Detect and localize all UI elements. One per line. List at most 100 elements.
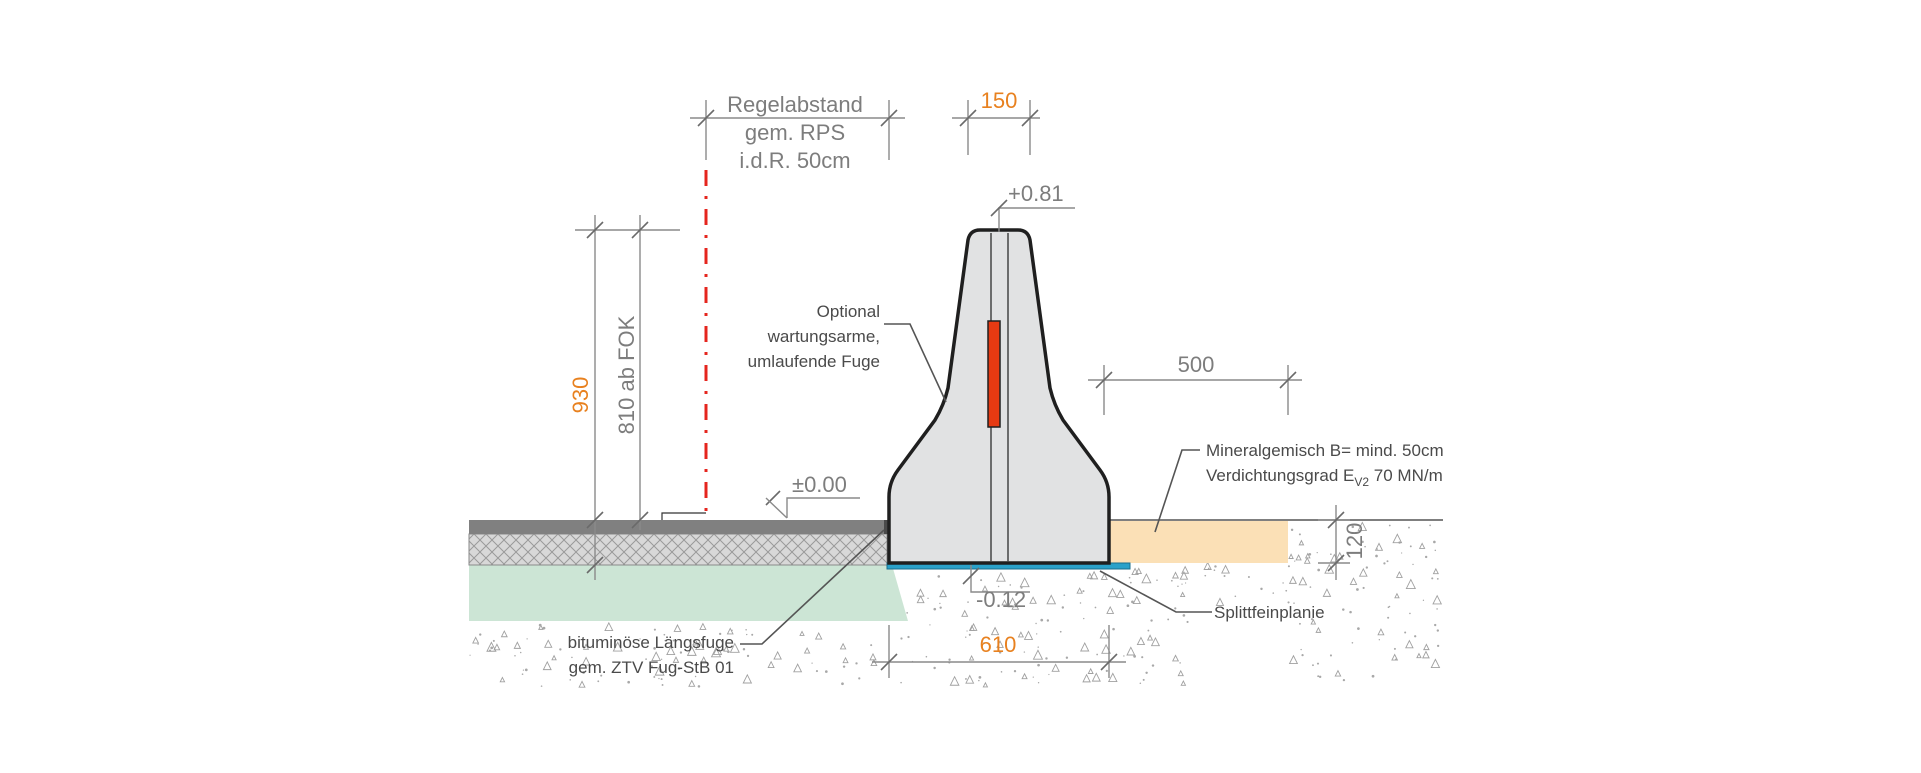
soil-grain [814, 632, 823, 640]
soil-dot [1014, 604, 1017, 606]
soil-dot [1401, 552, 1403, 554]
asphalt-top-layer [469, 520, 887, 534]
soil-dot [1436, 577, 1439, 580]
soil-dot [1436, 629, 1440, 632]
soil-dot [1436, 608, 1438, 610]
soil-grain [493, 643, 501, 651]
soil-dot [1312, 664, 1314, 667]
soil-grain [996, 640, 1004, 648]
soil-grain [699, 656, 708, 664]
soil-grain [1315, 626, 1322, 633]
leader-fuge [740, 529, 885, 645]
soil-grain [1082, 673, 1091, 683]
soil-dot [1000, 671, 1003, 673]
soil-dot [571, 656, 573, 659]
soil-dot [1308, 552, 1312, 556]
soil-grain [1394, 592, 1400, 599]
soil-dot [1433, 540, 1436, 544]
soil-grain [1181, 565, 1190, 574]
soil-grain [1303, 557, 1311, 564]
leader-splitt [1099, 570, 1212, 613]
soil-dot [597, 680, 600, 683]
soil-dot [1046, 619, 1050, 622]
soil-dot [469, 654, 471, 656]
soil-dot [477, 643, 479, 645]
soil-dot [980, 579, 983, 582]
soil-grain [1298, 539, 1305, 546]
soil-dot [968, 633, 971, 636]
soil-grain [1392, 533, 1403, 544]
soil-grain [1304, 552, 1311, 559]
soil-dot [1079, 602, 1082, 604]
soil-grain [1136, 636, 1146, 646]
soil-dot [1094, 606, 1097, 609]
soil-dot [1214, 565, 1217, 568]
soil-dot [1023, 651, 1026, 653]
soil-dot [1170, 579, 1173, 582]
soil-dot [1036, 633, 1038, 635]
label-level-top: +0.81 [1008, 181, 1064, 206]
soil-grain [1423, 643, 1430, 651]
soil-dot [900, 681, 902, 684]
soil-dot [745, 633, 748, 636]
soil-grain [712, 645, 723, 655]
soil-grain [916, 595, 925, 604]
label-regelabstand-line1: Regelabstand [727, 92, 863, 117]
soil-dot [727, 650, 730, 654]
soil-dot [1061, 606, 1065, 609]
soil-grain [742, 673, 753, 684]
soil-dot [1409, 545, 1412, 548]
soil-grain [1019, 577, 1030, 588]
label-regelabstand-line2: gem. RPS [745, 120, 845, 145]
soil-dot [660, 658, 663, 660]
soil-dot [1287, 601, 1290, 604]
soil-grain [651, 651, 662, 662]
soil-dot [1059, 630, 1062, 633]
soil-grain [839, 642, 847, 650]
soil-grain [961, 609, 969, 617]
soil-grain [1017, 631, 1024, 638]
soil-dot [815, 670, 818, 673]
soil-dot [1213, 569, 1216, 572]
soil-dot [492, 639, 495, 642]
label-dim-120: 120 [1342, 523, 1367, 560]
soil-dot [965, 636, 967, 638]
soil-dot [1386, 560, 1389, 563]
soil-grain [695, 640, 705, 650]
soil-grain [1288, 654, 1299, 665]
soil-grain [1405, 639, 1414, 649]
soil-dot [997, 585, 1000, 588]
label-top-width: 150 [981, 88, 1018, 113]
soil-dot [1422, 599, 1425, 602]
label-optional-line1: Optional [817, 302, 880, 321]
soil-grain [870, 658, 878, 667]
soil-dot [1429, 524, 1431, 527]
soil-dot [933, 607, 937, 611]
reflector [987, 320, 1001, 428]
soil-dot [526, 638, 528, 640]
soil-grain [582, 643, 590, 650]
soil-dot [1409, 612, 1411, 615]
level-zero-marker [765, 490, 860, 519]
soil-dot [1184, 582, 1187, 584]
soil-grain [799, 630, 805, 636]
soil-grain [1215, 597, 1225, 606]
soil-dot [1349, 610, 1352, 614]
soil-dot [1351, 525, 1355, 529]
soil-grain [729, 642, 740, 653]
soil-dot [906, 611, 909, 614]
soil-dot [1342, 608, 1345, 611]
soil-dot [1375, 554, 1378, 558]
soil-grain [842, 656, 849, 664]
soil-grain [1295, 554, 1302, 561]
soil-dot [1431, 577, 1434, 580]
soil-dot [1330, 553, 1332, 556]
soil-dot [925, 655, 928, 658]
soil-grain [578, 680, 586, 688]
soil-grain [1324, 563, 1335, 574]
soil-dot [1247, 576, 1250, 579]
soil-grain [1032, 649, 1044, 660]
soil-dot [1388, 524, 1391, 527]
soil-dot [1142, 678, 1145, 681]
